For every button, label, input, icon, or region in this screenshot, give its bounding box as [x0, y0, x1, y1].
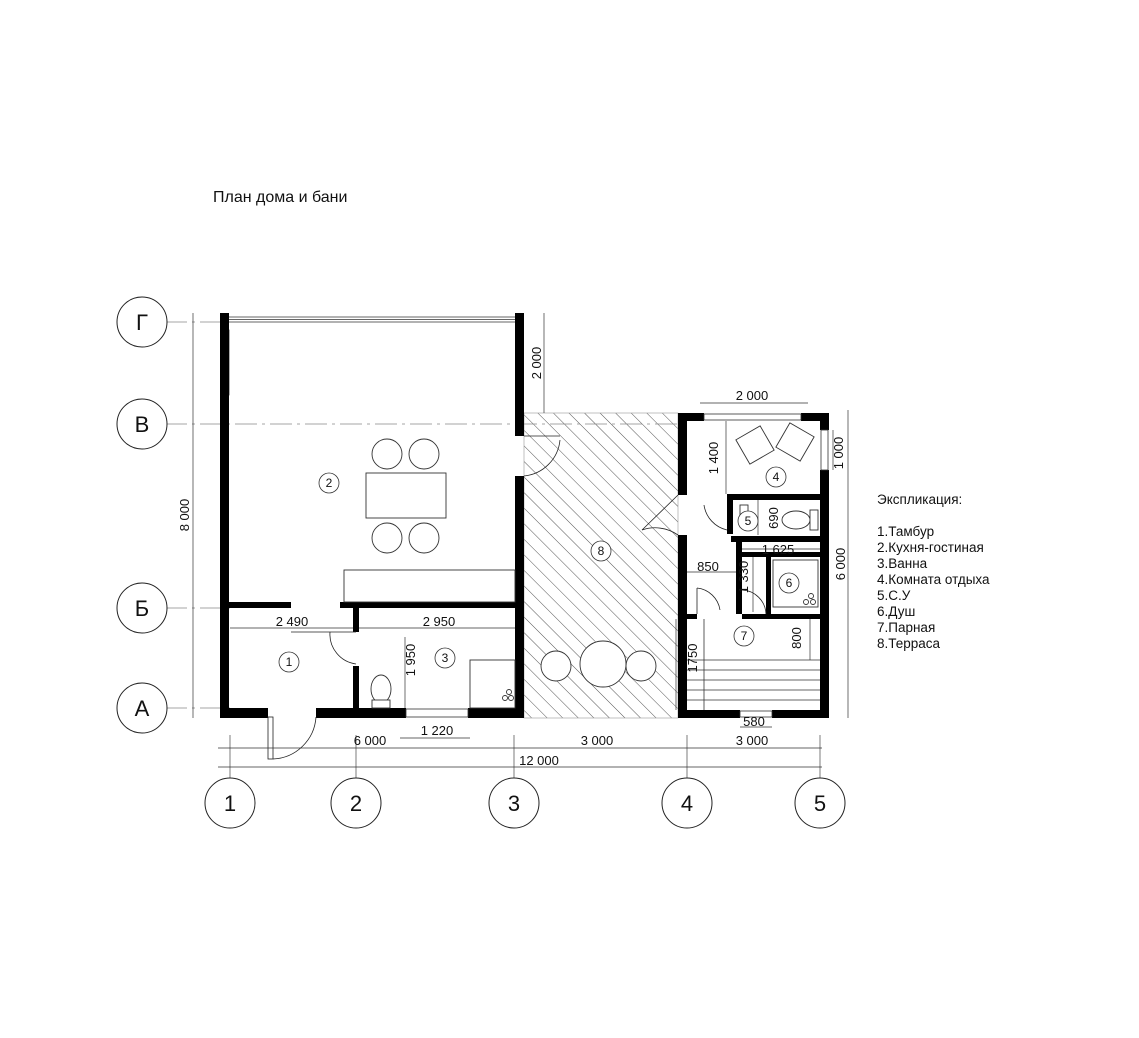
- row-axis-bubbles: [116, 296, 168, 734]
- dim-shower-width: 1 625: [762, 542, 795, 557]
- plan-title: План дома и бани: [213, 189, 348, 206]
- dim-total-width: 12 000: [519, 753, 559, 768]
- room-number-6: 6: [786, 576, 793, 590]
- legend-item: 6.Душ: [877, 604, 916, 619]
- room-number-7: 7: [741, 629, 748, 643]
- room-number-5: 5: [745, 514, 752, 528]
- room-number-3: 3: [442, 651, 449, 665]
- room-number-2: 2: [326, 476, 333, 490]
- dim-bathroom-depth: 1 950: [403, 644, 418, 677]
- room-number-8: 8: [598, 544, 605, 558]
- legend-item: 3.Ванна: [877, 556, 928, 571]
- bath-walls: [678, 413, 829, 718]
- room-number-1: 1: [286, 655, 293, 669]
- dim-steam-bench: 800: [789, 627, 804, 649]
- dim-shower-depth: 1 330: [736, 561, 751, 594]
- legend-heading: Экспликация:: [877, 492, 963, 507]
- grid-lines: [165, 321, 690, 709]
- column-axis-3: 3: [508, 791, 520, 816]
- row-axis-v: В: [135, 412, 150, 437]
- column-axis-4: 4: [681, 791, 693, 816]
- legend-item: 4.Комната отдыха: [877, 572, 990, 587]
- legend-item: 1.Тамбур: [877, 524, 935, 539]
- sauna-bench: [687, 619, 820, 710]
- furniture: [343, 422, 819, 709]
- dim-bath-window: 1 220: [421, 723, 454, 738]
- dim-wc-depth: 690: [766, 507, 781, 529]
- dim-bathroom-width: 2 950: [423, 614, 456, 629]
- legend-item: 2.Кухня-гостиная: [877, 540, 984, 555]
- legend-item: 7.Парная: [877, 620, 936, 635]
- dim-rest-room-width: 2 000: [736, 388, 769, 403]
- row-axis-g: Г: [136, 310, 148, 335]
- room-number-4: 4: [773, 470, 780, 484]
- explication-legend: Экспликация: 1.Тамбур 2.Кухня-гостиная 3…: [877, 492, 990, 652]
- dim-steam-offset: 850: [697, 559, 719, 574]
- dim-steam-window: 580: [743, 714, 765, 729]
- dim-house-depth: 8 000: [177, 499, 192, 532]
- column-axis-1: 1: [224, 791, 236, 816]
- row-axis-b: Б: [135, 596, 149, 621]
- dim-bath-depth: 6 000: [833, 548, 848, 581]
- column-axis-bubbles: [204, 777, 846, 829]
- dim-bath-width: 3 000: [736, 733, 769, 748]
- dim-overhang: 2 000: [529, 347, 544, 380]
- dim-steam-front: 1750: [685, 644, 700, 673]
- row-axis-a: А: [135, 696, 150, 721]
- dimension-lines: [192, 313, 849, 768]
- doors: [267, 435, 767, 760]
- legend-item: 8.Терраса: [877, 636, 941, 651]
- dim-terrace-width: 3 000: [581, 733, 614, 748]
- room-markers: [278, 466, 800, 673]
- dim-house-width: 6 000: [354, 733, 387, 748]
- dim-rest-window: 1 000: [831, 437, 846, 470]
- dim-vestibule-width: 2 490: [276, 614, 309, 629]
- glazing: [223, 316, 517, 396]
- column-axis-5: 5: [814, 791, 826, 816]
- house-walls: [220, 313, 524, 718]
- legend-item: 5.С.У: [877, 588, 911, 603]
- column-axis-2: 2: [350, 791, 362, 816]
- dim-rest-depth: 1 400: [706, 442, 721, 475]
